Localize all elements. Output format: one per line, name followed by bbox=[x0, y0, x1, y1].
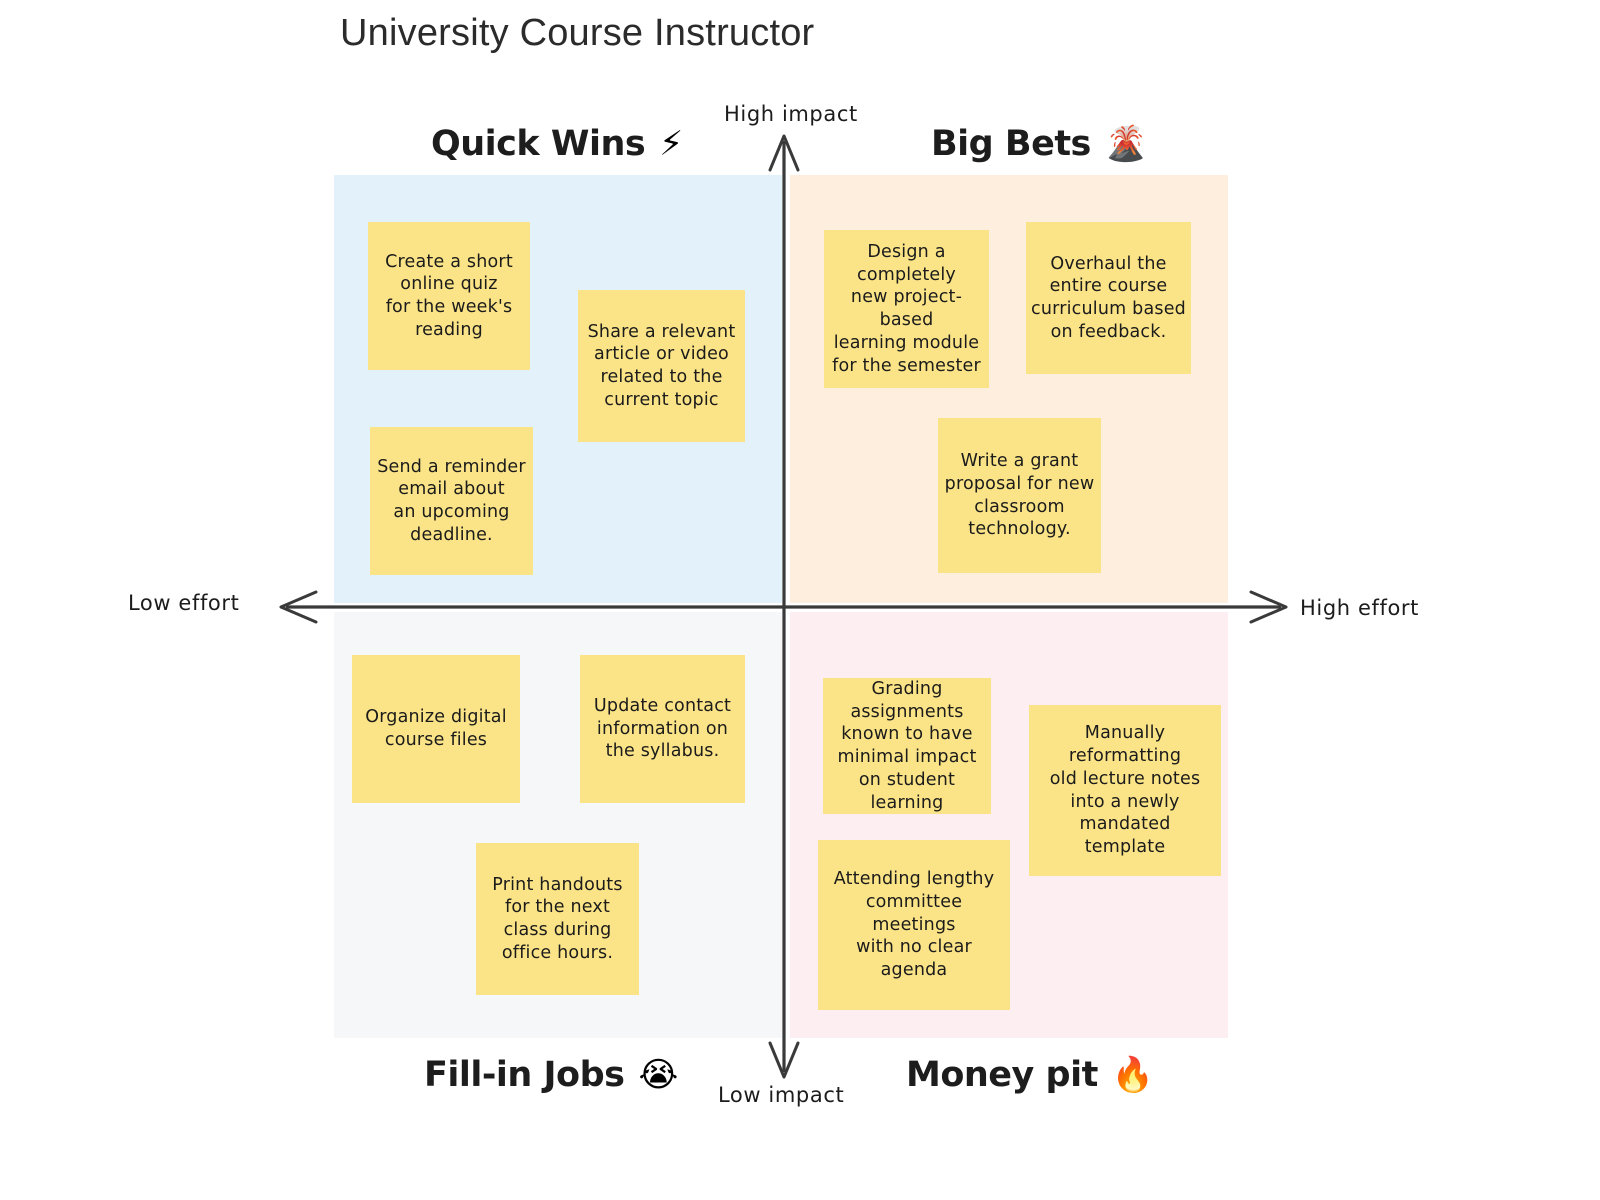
axis-label-high-impact: High impact bbox=[724, 102, 858, 126]
sticky-note[interactable]: Update contact information on the syllab… bbox=[580, 655, 745, 803]
sticky-note[interactable]: Write a grant proposal for new classroom… bbox=[938, 418, 1101, 573]
effort-axis-right-arrow-icon bbox=[1249, 590, 1288, 624]
effort-axis-left-arrow-icon bbox=[279, 590, 318, 624]
sticky-note-text: Attending lengthy committee meetings wit… bbox=[833, 869, 995, 981]
money-on-fire-emoji: 🔥 bbox=[1111, 1055, 1155, 1095]
sticky-note-text: Organize digital course files bbox=[365, 707, 507, 750]
sticky-note-text: Print handouts for the next class during… bbox=[492, 874, 623, 963]
sticky-note[interactable]: Send a reminder email about an upcoming … bbox=[370, 427, 533, 575]
sticky-note-text: Send a reminder email about an upcoming … bbox=[377, 456, 526, 545]
sticky-note-text: Update contact information on the syllab… bbox=[593, 695, 732, 762]
volcano-emoji: 🌋 bbox=[1104, 124, 1148, 164]
quadrant-title-label: Fill-in Jobs bbox=[424, 1055, 625, 1095]
loudly-crying-face-emoji: 😭 bbox=[638, 1055, 679, 1095]
sticky-note-text: Manually reformatting old lecture notes … bbox=[1049, 723, 1201, 857]
sticky-note[interactable]: Grading assignments known to have minima… bbox=[823, 678, 991, 814]
sticky-note[interactable]: Manually reformatting old lecture notes … bbox=[1029, 705, 1221, 876]
quadrant-title-label: Quick Wins bbox=[431, 124, 646, 164]
quadrant-title-big-bets: Big Bets 🌋 bbox=[931, 124, 1147, 164]
impact-axis-up-arrow-icon bbox=[768, 134, 800, 172]
sticky-note[interactable]: Create a short online quiz for the week'… bbox=[368, 222, 530, 370]
quadrant-title-label: Money pit bbox=[906, 1055, 1098, 1095]
axis-label-low-impact: Low impact bbox=[718, 1083, 845, 1107]
sticky-note[interactable]: Organize digital course files bbox=[352, 655, 520, 803]
quadrant-title-label: Big Bets bbox=[931, 124, 1091, 164]
impact-axis-down-arrow-icon bbox=[768, 1041, 800, 1079]
sticky-note[interactable]: Print handouts for the next class during… bbox=[476, 843, 639, 995]
quadrant-title-quick-wins: Quick Wins ⚡ bbox=[431, 124, 683, 164]
sticky-note[interactable]: Design a completely new project-based le… bbox=[824, 230, 989, 388]
sticky-note[interactable]: Attending lengthy committee meetings wit… bbox=[818, 840, 1010, 1010]
sticky-note-text: Design a completely new project-based le… bbox=[832, 241, 981, 376]
sticky-note[interactable]: Share a relevant article or video relate… bbox=[578, 290, 745, 442]
sticky-note-text: Overhaul the entire course curriculum ba… bbox=[1031, 253, 1186, 342]
page-title: University Course Instructor bbox=[340, 12, 815, 54]
quadrant-title-fill-in-jobs: Fill-in Jobs 😭 bbox=[424, 1055, 678, 1095]
sticky-note-text: Share a relevant article or video relate… bbox=[587, 321, 736, 410]
lightning-bolt-emoji: ⚡ bbox=[659, 124, 684, 164]
sticky-note[interactable]: Overhaul the entire course curriculum ba… bbox=[1026, 222, 1191, 374]
quadrant-title-money-pit: Money pit 🔥 bbox=[906, 1055, 1154, 1095]
sticky-note-text: Grading assignments known to have minima… bbox=[837, 678, 977, 813]
axis-label-low-effort: Low effort bbox=[128, 591, 240, 615]
sticky-note-text: Write a grant proposal for new classroom… bbox=[944, 451, 1095, 540]
axis-label-high-effort: High effort bbox=[1300, 596, 1419, 620]
sticky-note-text: Create a short online quiz for the week'… bbox=[385, 251, 513, 340]
